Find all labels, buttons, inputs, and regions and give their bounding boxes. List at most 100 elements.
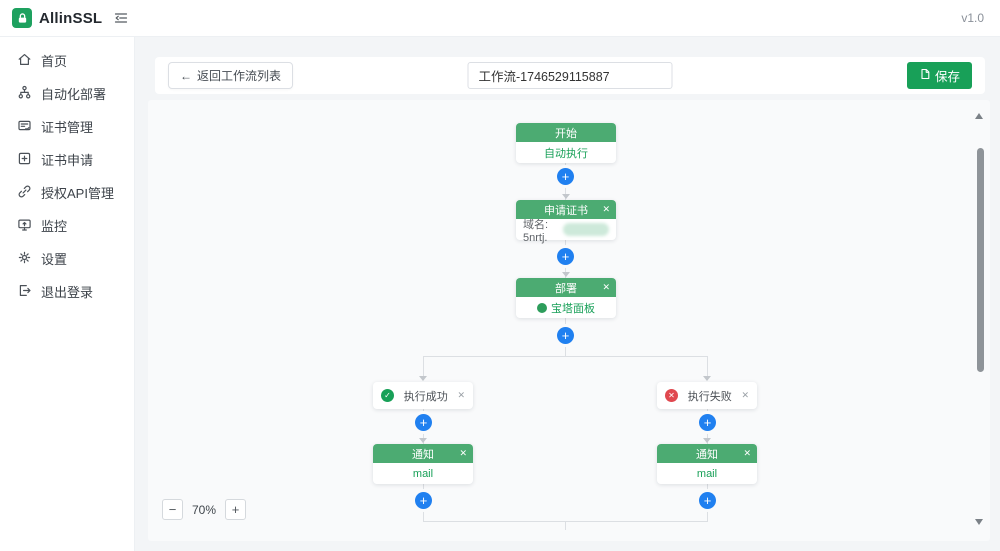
sidebar-item-label: 授权API管理: [41, 186, 114, 201]
add-node-button[interactable]: +: [699, 414, 716, 431]
node-notify-body: mail: [696, 467, 718, 480]
add-node-button[interactable]: +: [557, 327, 574, 344]
branch-success-label: 执行成功: [403, 390, 448, 403]
connector-arrow: [419, 376, 427, 381]
connector-line: [565, 521, 566, 530]
add-node-button[interactable]: +: [415, 414, 432, 431]
allinssl-logo-icon: [12, 8, 32, 28]
node-notify-header: 通知 ✕: [373, 444, 473, 463]
brand: AllinSSL: [0, 8, 135, 28]
workflow-name-input[interactable]: [467, 62, 673, 89]
node-deploy-title: 部署: [555, 282, 577, 295]
home-icon: [17, 52, 32, 70]
close-icon[interactable]: ✕: [602, 204, 610, 214]
node-notify-fail[interactable]: 通知 ✕ mail: [657, 444, 757, 484]
node-notify-success[interactable]: 通知 ✕ mail: [373, 444, 473, 484]
connector-arrow: [562, 272, 570, 277]
gear-icon: [17, 250, 32, 268]
plus-icon: +: [419, 493, 428, 508]
node-start-body: 自动执行: [544, 147, 588, 160]
connector-arrow: [419, 438, 427, 443]
deploy-provider-label: 宝塔面板: [551, 302, 595, 315]
version-label: v1.0: [961, 11, 984, 25]
sidebar-item-api-manage[interactable]: 授权API管理: [0, 176, 134, 209]
sidebar-item-label: 监控: [41, 219, 68, 234]
add-node-button[interactable]: +: [557, 168, 574, 185]
plus-icon: +: [561, 169, 570, 184]
node-notify-title: 通知: [412, 448, 434, 461]
back-arrow-icon: ←: [180, 68, 192, 83]
sidebar-item-cert-manage[interactable]: 证书管理: [0, 110, 134, 143]
save-button[interactable]: 保存: [906, 62, 972, 89]
logout-icon: [17, 283, 32, 301]
node-apply-title: 申请证书: [544, 204, 588, 217]
domain-redacted-blur: [563, 223, 609, 236]
connector-arrow: [703, 376, 711, 381]
connector-arrow: [703, 438, 711, 443]
node-notify-body: mail: [412, 467, 434, 480]
plus-icon: +: [561, 328, 570, 343]
add-node-button[interactable]: +: [699, 492, 716, 509]
certificate-manage-icon: [17, 118, 32, 136]
close-icon[interactable]: ✕: [741, 390, 749, 400]
scrollbar-up-arrow[interactable]: [975, 113, 983, 119]
node-deploy-body: 宝塔面板: [516, 297, 616, 318]
node-branch-success[interactable]: ✓ 执行成功 ✕: [373, 382, 473, 409]
node-deploy[interactable]: 部署 ✕ 宝塔面板: [516, 278, 616, 318]
error-circle-icon: ✕: [665, 389, 678, 402]
node-apply-body: 域名: 5nrtj.: [516, 219, 616, 244]
sidebar-item-label: 自动化部署: [41, 87, 107, 102]
node-notify-title: 通知: [696, 448, 718, 461]
close-icon[interactable]: ✕: [457, 390, 465, 400]
domain-label: 域名: 5nrtj.: [523, 218, 549, 244]
brand-name: AllinSSL: [39, 9, 103, 27]
node-start-title: 开始: [555, 127, 577, 140]
sidebar-item-home[interactable]: 首页: [0, 44, 134, 77]
node-notify-header: 通知 ✕: [657, 444, 757, 463]
back-to-workflow-list-button[interactable]: ← 返回工作流列表: [168, 62, 294, 89]
scrollbar-down-arrow[interactable]: [975, 519, 983, 525]
back-button-label: 返回工作流列表: [197, 69, 282, 83]
scrollbar-thumb[interactable]: [977, 148, 984, 372]
deploy-tree-icon: [17, 85, 32, 103]
close-icon[interactable]: ✕: [459, 448, 467, 458]
main-area: ← 返回工作流列表 保存: [135, 37, 1000, 551]
check-circle-icon: ✓: [381, 389, 394, 402]
plus-icon: +: [561, 249, 570, 264]
top-header: AllinSSL v1.0: [0, 0, 1000, 37]
node-branch-fail[interactable]: ✕ 执行失败 ✕: [657, 382, 757, 409]
zoom-out-button[interactable]: −: [162, 499, 183, 520]
sidebar-item-logout[interactable]: 退出登录: [0, 275, 134, 308]
zoom-in-button[interactable]: +: [225, 499, 246, 520]
sidebar-item-label: 证书管理: [41, 120, 94, 135]
add-node-button[interactable]: +: [557, 248, 574, 265]
minus-icon: −: [168, 502, 177, 517]
node-apply-certificate[interactable]: 申请证书 ✕ 域名: 5nrtj.: [516, 200, 616, 244]
sidebar-item-settings[interactable]: 设置: [0, 242, 134, 275]
workflow-canvas[interactable]: 开始 自动执行 + 申请证书 ✕ 域名: 5nrtj. +: [148, 100, 990, 541]
connector-line: [707, 356, 708, 380]
connector-line: [423, 356, 424, 380]
save-doc-icon: [919, 68, 931, 83]
sidebar-item-label: 首页: [41, 54, 68, 69]
node-start[interactable]: 开始 自动执行: [516, 123, 616, 163]
close-icon[interactable]: ✕: [743, 448, 751, 458]
sidebar-item-label: 设置: [41, 252, 68, 267]
sidebar: 首页 自动化部署 证书管理 证书申请 授权API管理 监控 设置 退出登录: [0, 37, 135, 551]
connector-arrow: [562, 194, 570, 199]
branch-fail-label: 执行失败: [687, 390, 732, 403]
api-link-icon: [17, 184, 32, 202]
sidebar-item-monitor[interactable]: 监控: [0, 209, 134, 242]
plus-icon: +: [703, 493, 712, 508]
add-node-button[interactable]: +: [415, 492, 432, 509]
node-start-header: 开始: [516, 123, 616, 142]
save-button-label: 保存: [934, 70, 960, 84]
sidebar-collapse-icon[interactable]: [113, 10, 129, 26]
sidebar-item-cert-apply[interactable]: 证书申请: [0, 143, 134, 176]
baota-panel-icon: [537, 302, 547, 313]
close-icon[interactable]: ✕: [602, 282, 610, 292]
sidebar-item-auto-deploy[interactable]: 自动化部署: [0, 77, 134, 110]
branch-split-line: [423, 356, 708, 357]
workflow-toolbar: ← 返回工作流列表 保存: [155, 57, 985, 94]
cross-glyph: ✕: [668, 390, 675, 400]
